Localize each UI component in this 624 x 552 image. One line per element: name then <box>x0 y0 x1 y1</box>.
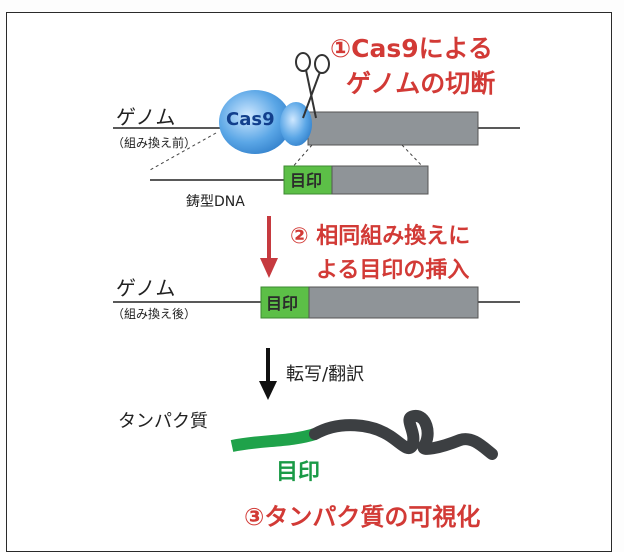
template-tag-label: 目印 <box>290 171 322 190</box>
template-tag-block <box>283 165 333 195</box>
protein-chain <box>309 410 498 460</box>
transcription-arrow-head <box>259 381 277 400</box>
genome-after-tag-label: 目印 <box>266 294 298 313</box>
genome-before-sublabel: （組み換え前） <box>112 135 196 150</box>
step1-heading-line1: ①Cas9による <box>330 34 493 63</box>
protein-tag-label: 目印 <box>276 460 320 485</box>
protein-tag-segment <box>230 428 317 452</box>
step2-heading-line2: よる目印の挿入 <box>316 258 469 283</box>
template-gene-block <box>331 165 429 195</box>
genome-after-sublabel: （組み換え後） <box>112 307 196 321</box>
genome-before-label: ゲノム <box>116 105 175 129</box>
cas9-protein-icon: Cas9 <box>219 90 312 154</box>
genome-after-gene-block <box>308 286 479 319</box>
genome-after-label: ゲノム <box>116 276 175 300</box>
transcription-label: 転写/翻訳 <box>286 364 364 385</box>
projection-line-left <box>149 132 217 171</box>
step2-arrow-head <box>260 258 278 278</box>
step2-heading-line1: ② 相同組み換えに <box>290 223 470 249</box>
protein-label: タンパク質 <box>118 411 208 432</box>
cas9-label: Cas9 <box>226 109 275 130</box>
step3-heading: ③タンパク質の可視化 <box>244 503 480 531</box>
scissors-icon <box>295 52 330 119</box>
template-dna-label: 鋳型DNA <box>186 193 245 210</box>
genome-before-gene-block <box>307 111 479 146</box>
step1-heading-line2: ゲノムの切断 <box>346 69 495 98</box>
